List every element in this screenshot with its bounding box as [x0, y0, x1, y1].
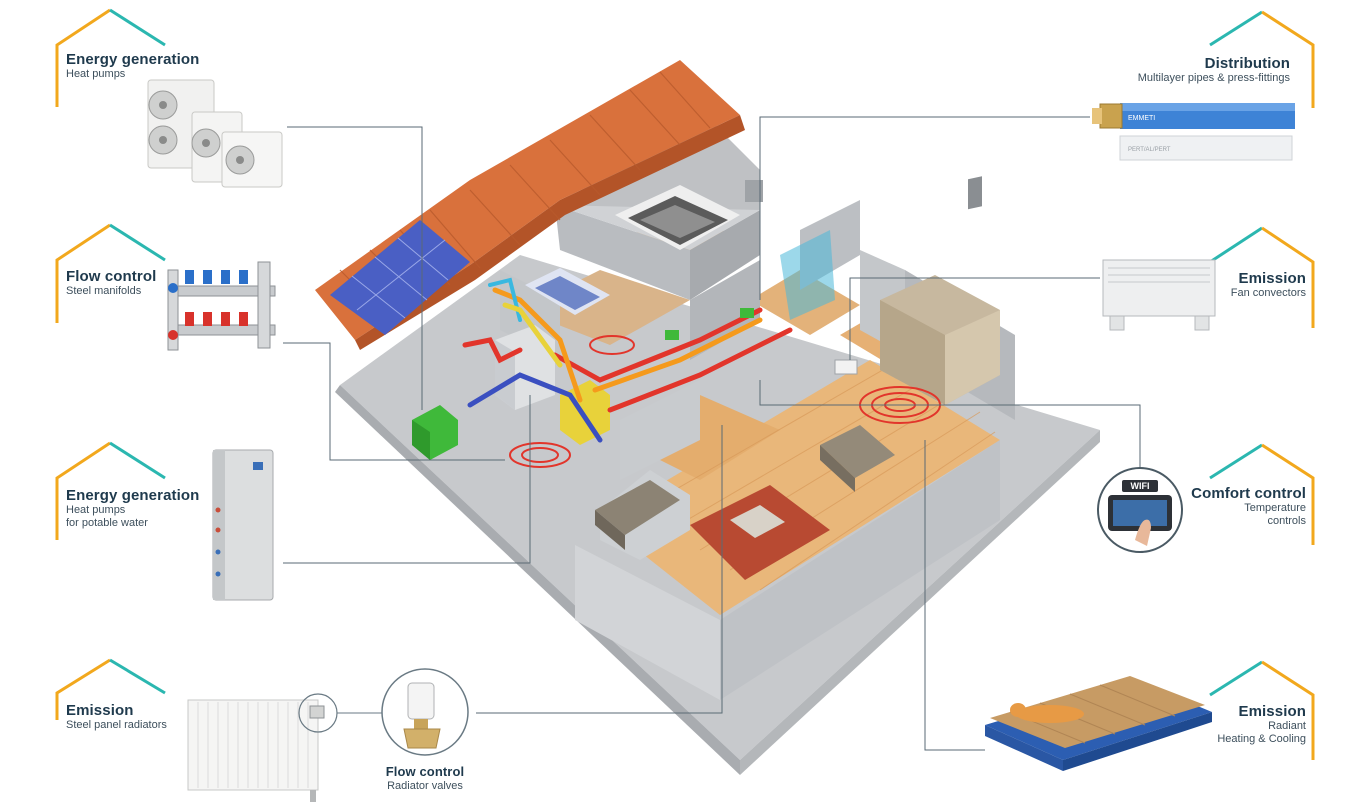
label-sub: Fan convectors	[1230, 287, 1306, 300]
label-sub: controls	[1267, 514, 1306, 527]
chevron-emission-radiant	[1209, 660, 1315, 760]
label-sub: Heat pumps	[66, 504, 126, 517]
chevron-comfort-control	[1209, 443, 1315, 545]
chevron-flow-control-1	[55, 223, 166, 323]
wifi-thermostat-image: WIFI	[1097, 467, 1183, 553]
front-wall-left	[575, 545, 720, 700]
label-sub: Steel panel radiators	[66, 719, 167, 732]
sofa-left	[595, 480, 680, 535]
label-emission-radiant: Emission Radiant Heating & Cooling	[1217, 703, 1306, 746]
shower-enclosure	[780, 230, 835, 320]
label-sub: for potable water	[66, 516, 148, 529]
panel-radiator-image	[187, 693, 382, 802]
label-energy-generation-potable-water: Energy generation Heat pumps for potable…	[66, 487, 199, 530]
label-energy-generation-heat-pumps: Energy generation Heat pumps	[66, 51, 199, 81]
radiant-floor-cat-image	[985, 676, 1212, 771]
sofa-right	[820, 425, 895, 478]
pipe-network	[462, 277, 793, 443]
radiator-valve-image	[381, 668, 469, 756]
label-title: Comfort control	[1191, 485, 1306, 502]
label-title: Emission	[66, 702, 134, 719]
chevron-emission-fan	[1209, 226, 1315, 328]
label-title: Emission	[1238, 703, 1306, 720]
chevron-energy-generation-2	[55, 441, 166, 540]
leader-lines	[283, 116, 1141, 751]
svg-text:PERT/AL/PERT: PERT/AL/PERT	[1128, 147, 1171, 153]
water-heat-pump-cylinder-image	[212, 449, 274, 601]
label-sub: Multilayer pipes & press-fittings	[1137, 72, 1290, 85]
label-flow-control-manifolds: Flow control Steel manifolds	[66, 268, 156, 298]
label-title: Flow control	[66, 268, 157, 285]
multilayer-pipe-image: EMMETI PERT/AL/PERT	[1092, 103, 1295, 161]
chevron-emission-radiators	[55, 658, 166, 720]
house-cutaway	[315, 60, 1100, 775]
label-title: Energy generation	[66, 51, 200, 68]
chevron-energy-generation-1	[55, 8, 166, 107]
label-title: Distribution	[1204, 55, 1290, 72]
heat-pump-outdoor-units-image	[147, 79, 283, 188]
chevron-distribution	[1209, 10, 1315, 108]
label-comfort-control: Comfort control Temperature controls	[1191, 485, 1306, 528]
label-sub: Heat pumps	[66, 68, 126, 81]
label-sub: Temperature	[1244, 502, 1306, 515]
label-distribution: Distribution Multilayer pipes & press-fi…	[1138, 55, 1290, 85]
label-sub: Radiator valves	[387, 779, 463, 792]
section-chevrons	[55, 8, 1315, 760]
label-sub: Radiant	[1268, 720, 1306, 733]
cat-icon	[1016, 705, 1084, 723]
fan-convector-image	[1102, 259, 1216, 331]
label-flow-control-radiator-valves: Flow control Radiator valves	[365, 764, 485, 793]
label-sub: Steel manifolds	[66, 285, 142, 298]
label-title: Energy generation	[66, 487, 200, 504]
label-emission-radiators: Emission Steel panel radiators	[66, 702, 167, 732]
label-sub: Heating & Cooling	[1217, 732, 1306, 745]
steel-manifold-image	[167, 261, 276, 351]
wifi-badge: WIFI	[1131, 481, 1150, 491]
front-wall-right	[720, 440, 1000, 700]
pipe-print: EMMETI	[1128, 115, 1155, 122]
label-emission-fan-convectors: Emission Fan convectors	[1231, 270, 1306, 300]
label-title: Emission	[1238, 270, 1306, 287]
label-title: Flow control	[385, 764, 465, 779]
